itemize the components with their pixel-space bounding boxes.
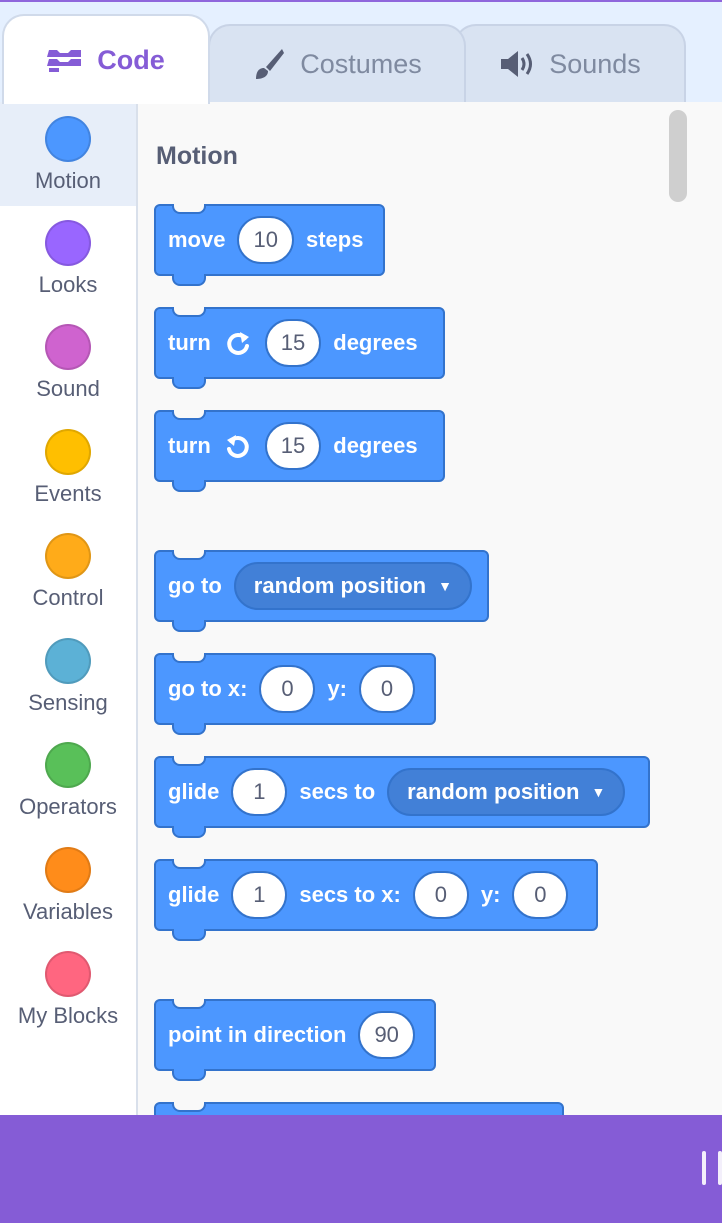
target-dropdown[interactable]: random position ▼ (387, 768, 626, 816)
rotate-counterclockwise-icon (223, 431, 253, 461)
caret-down-icon: ▼ (591, 784, 606, 800)
tab-sounds[interactable]: Sounds (454, 24, 686, 102)
block-text: glide (168, 882, 220, 907)
palette-section-title: Motion (156, 142, 238, 170)
category-label: My Blocks (17, 1003, 119, 1028)
category-control-dot (45, 533, 91, 579)
block-go-to[interactable]: go to random position ▼ (154, 550, 489, 632)
steps-input[interactable]: 10 (237, 216, 294, 264)
category-label: Motion (34, 168, 102, 193)
block-text: turn (168, 433, 211, 458)
block-text: go to x: (168, 676, 248, 701)
block-turn-right[interactable]: turn 15 degrees (154, 307, 445, 389)
block-text: go to (168, 573, 222, 598)
category-variables[interactable]: Variables (0, 833, 136, 937)
speaker-icon (499, 49, 535, 79)
category-motion[interactable]: Motion (0, 102, 136, 206)
secs-input[interactable]: 1 (231, 871, 288, 919)
category-sound-dot (45, 324, 91, 370)
category-my-blocks-dot (45, 951, 91, 997)
category-looks-dot (45, 220, 91, 266)
category-label: Events (34, 481, 102, 506)
category-label: Sensing (28, 690, 108, 715)
block-text: steps (305, 227, 364, 252)
drag-handle[interactable] (702, 1151, 722, 1185)
degrees-input[interactable]: 15 (264, 319, 322, 367)
block-turn-left[interactable]: turn 15 degrees (154, 410, 445, 492)
category-label: Looks (38, 272, 98, 297)
block-palette: Motion move 10 steps turn 15 degrees tur… (138, 102, 722, 1115)
block-go-to-xy[interactable]: go to x: 0 y: 0 (154, 653, 436, 735)
tab-costumes[interactable]: Costumes (208, 24, 466, 102)
palette-scrollbar[interactable] (669, 110, 687, 202)
block-text: move (168, 227, 226, 252)
y-input[interactable]: 0 (359, 665, 415, 713)
secs-input[interactable]: 1 (231, 768, 288, 816)
block-glide-xy[interactable]: glide 1 secs to x: 0 y: 0 (154, 859, 598, 941)
code-blocks-icon (47, 46, 83, 74)
block-text: y: (480, 882, 501, 907)
block-text: point in direction (168, 1022, 347, 1047)
category-label: Operators (19, 794, 117, 819)
category-sound[interactable]: Sound (0, 310, 136, 414)
tab-costumes-label: Costumes (300, 48, 422, 79)
category-looks[interactable]: Looks (0, 206, 136, 310)
y-input[interactable]: 0 (512, 871, 569, 919)
category-menu: Motion Looks Sound Events Control Sensin… (0, 102, 138, 1115)
editor-tabs: Code Costumes Sounds (0, 0, 722, 104)
block-text: y: (327, 676, 347, 701)
x-input[interactable]: 0 (259, 665, 316, 713)
category-label: Control (32, 585, 104, 610)
category-label: Variables (22, 899, 114, 924)
caret-down-icon: ▼ (438, 578, 452, 594)
block-text: degrees (333, 433, 418, 458)
tab-code-label: Code (97, 44, 165, 75)
x-input[interactable]: 0 (412, 871, 469, 919)
category-label: Sound (36, 376, 100, 401)
block-move-steps[interactable]: move 10 steps (154, 204, 385, 286)
block-text: secs to x: (299, 882, 401, 907)
category-sensing[interactable]: Sensing (0, 624, 136, 728)
category-sensing-dot (45, 638, 91, 684)
category-operators-dot (45, 742, 91, 788)
block-text: turn (168, 330, 211, 355)
block-text: degrees (333, 330, 418, 355)
category-events[interactable]: Events (0, 415, 136, 519)
block-partial[interactable] (154, 1102, 564, 1115)
target-dropdown[interactable]: random position ▼ (233, 562, 472, 610)
block-text: secs to (299, 779, 376, 804)
block-point-in-direction[interactable]: point in direction 90 (154, 999, 436, 1081)
rotate-clockwise-icon (223, 328, 253, 358)
category-motion-dot (45, 116, 91, 162)
top-accent-line (0, 0, 722, 2)
category-operators[interactable]: Operators (0, 728, 136, 832)
tab-code[interactable]: Code (2, 14, 210, 104)
bottom-bar (0, 1115, 722, 1223)
category-variables-dot (45, 847, 91, 893)
degrees-input[interactable]: 15 (264, 422, 322, 470)
dropdown-value: random position (407, 779, 580, 804)
category-control[interactable]: Control (0, 519, 136, 623)
tab-sounds-label: Sounds (549, 48, 641, 79)
dropdown-value: random position (253, 573, 427, 598)
category-my-blocks[interactable]: My Blocks (0, 937, 136, 1041)
block-glide-to[interactable]: glide 1 secs to random position ▼ (154, 756, 650, 838)
direction-input[interactable]: 90 (358, 1011, 415, 1059)
category-events-dot (45, 429, 91, 475)
paintbrush-icon (252, 47, 286, 81)
block-text: glide (168, 779, 220, 804)
